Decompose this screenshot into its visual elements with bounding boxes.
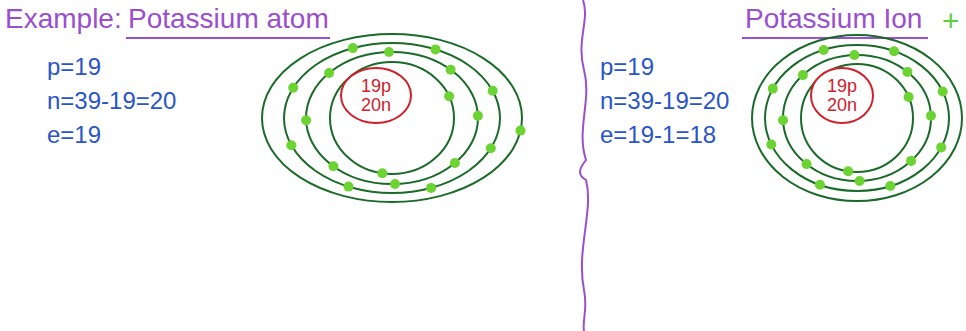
electron-dot xyxy=(902,67,912,77)
electron-shell xyxy=(262,34,522,202)
ion-title: Potassium Ion xyxy=(745,4,922,35)
nucleus: 19p20n xyxy=(810,67,874,124)
nucleus-count: 19p xyxy=(361,77,391,96)
nucleus-count: 19p xyxy=(827,77,857,96)
electron-dot xyxy=(431,44,441,54)
electron-count: e=19-1=18 xyxy=(600,122,716,148)
charge-sign: + xyxy=(942,4,960,37)
electron-dot xyxy=(450,158,460,168)
electron-dot xyxy=(473,111,483,121)
electron-dot xyxy=(768,84,778,94)
electron-shell xyxy=(284,43,500,193)
electron-dot xyxy=(446,65,456,75)
electron-dot xyxy=(849,50,859,60)
electron-dot xyxy=(377,168,387,178)
electron-count: e=19 xyxy=(47,122,101,148)
electron-dot xyxy=(815,180,825,190)
electron-dot xyxy=(488,86,498,96)
electron-dot xyxy=(766,140,776,150)
electron-dot xyxy=(889,46,899,56)
electron-shell xyxy=(752,35,962,201)
nucleus: 19p20n xyxy=(340,67,412,124)
neutron-count: n=39-19=20 xyxy=(47,88,176,114)
electron-shell xyxy=(765,45,949,191)
electron-dot xyxy=(885,181,895,191)
electron-dot xyxy=(390,179,400,189)
electron-dot xyxy=(926,111,936,121)
electron-shell xyxy=(783,55,931,181)
nucleus-count: 20n xyxy=(361,96,391,115)
electron-dot xyxy=(516,126,526,136)
example-label: Example: xyxy=(5,4,122,35)
electron-shell xyxy=(306,52,478,184)
electron-dot xyxy=(344,182,354,192)
electron-dot xyxy=(301,115,311,125)
electron-dot xyxy=(486,143,496,153)
electron-dot xyxy=(286,140,296,150)
electron-dot xyxy=(906,156,916,166)
electron-dot xyxy=(348,43,358,53)
electron-dot xyxy=(855,176,865,186)
electron-dot xyxy=(843,166,853,176)
electron-dot xyxy=(328,161,338,171)
electron-dot xyxy=(938,87,948,97)
atom-title: Potassium atom xyxy=(128,4,329,35)
electron-dot xyxy=(444,91,454,101)
electron-dot xyxy=(778,115,788,125)
title-underline xyxy=(126,37,330,39)
proton-count: p=19 xyxy=(47,54,101,80)
nucleus-count: 20n xyxy=(827,96,857,115)
electron-dot xyxy=(904,92,914,102)
electron-dot xyxy=(936,142,946,152)
proton-count: p=19 xyxy=(600,54,654,80)
electron-dot xyxy=(324,68,334,78)
electron-dot xyxy=(426,183,436,193)
electron-dot xyxy=(288,83,298,93)
divider-brace xyxy=(580,0,588,331)
neutron-count: n=39-19=20 xyxy=(600,88,729,114)
electron-shell xyxy=(330,62,454,174)
electron-dot xyxy=(384,47,394,57)
electron-shell xyxy=(801,64,913,172)
electron-dot xyxy=(798,70,808,80)
electron-dot xyxy=(802,159,812,169)
electron-dot xyxy=(819,45,829,55)
